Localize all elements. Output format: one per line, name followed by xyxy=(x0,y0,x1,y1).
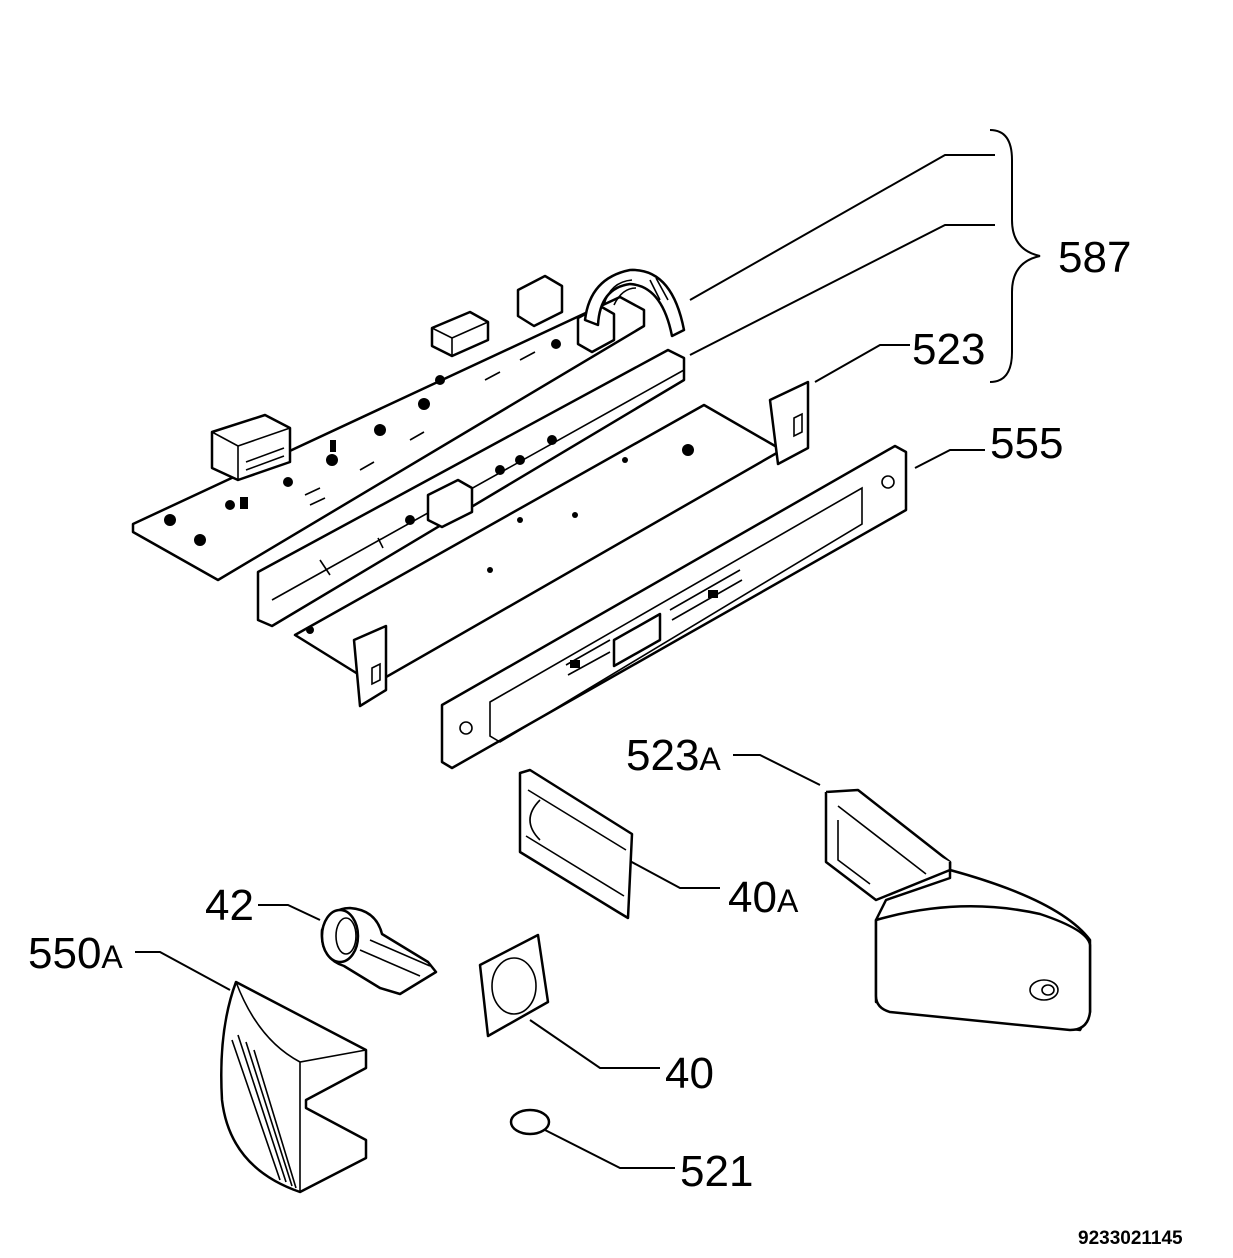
label-523: 523 xyxy=(912,325,985,374)
label-555: 555 xyxy=(990,419,1063,468)
gasket xyxy=(478,933,550,1038)
lamp-holder xyxy=(320,906,438,996)
label-42: 42 xyxy=(205,881,254,930)
mounting-bracket xyxy=(256,348,810,708)
label-40a: 40A xyxy=(728,873,799,922)
drawing-number: 9233021145 xyxy=(1078,1228,1183,1249)
label-587: 587 xyxy=(1058,233,1131,282)
group-bracket xyxy=(989,129,1041,383)
leader-lines xyxy=(135,154,995,1169)
pcb-board xyxy=(131,268,686,582)
channel-profile xyxy=(518,768,634,920)
label-40: 40 xyxy=(665,1049,714,1098)
label-523a: 523A xyxy=(626,731,721,780)
label-550a: 550A xyxy=(28,929,123,978)
front-panel xyxy=(440,444,908,770)
end-cover-left xyxy=(220,980,368,1194)
end-cover-right xyxy=(824,788,1092,1032)
o-ring xyxy=(509,1108,551,1136)
label-521: 521 xyxy=(680,1147,753,1196)
